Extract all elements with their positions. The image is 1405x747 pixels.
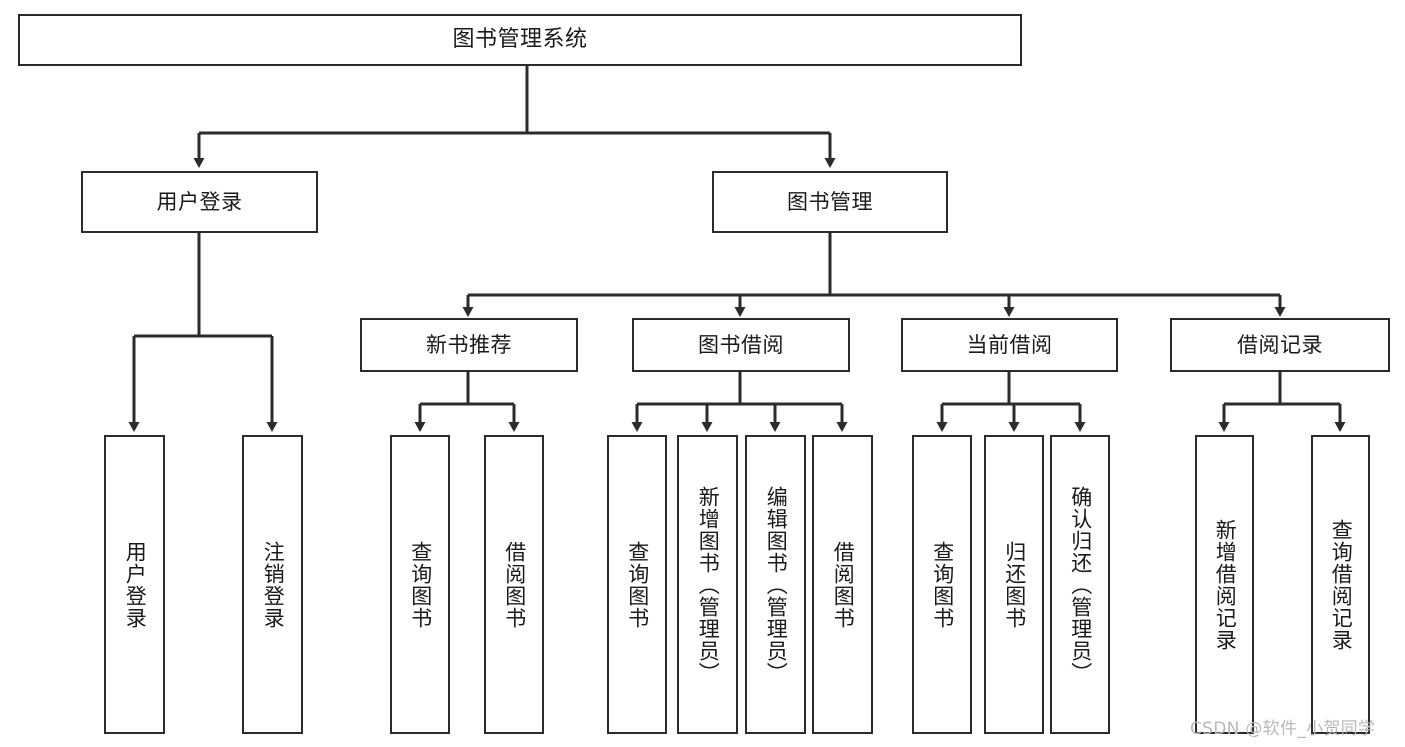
node-leaf-add-book-label: 新增图书（管理员） [696, 485, 721, 684]
node-leaf-edit-book[interactable]: 编辑图书（管理员） [745, 435, 806, 734]
node-leaf-borrow-book-b[interactable]: 借阅图书 [812, 435, 873, 734]
node-leaf-add-record[interactable]: 新增借阅记录 [1195, 435, 1254, 734]
node-leaf-query-book-c-label: 查询图书 [930, 540, 955, 629]
node-leaf-query-book-b-label: 查询图书 [625, 540, 650, 629]
node-book-manage[interactable]: 图书管理 [712, 171, 948, 233]
watermark: CSDN @软件_小贺同学 [1190, 719, 1376, 739]
node-leaf-return-book-label: 归还图书 [1002, 540, 1027, 629]
node-leaf-query-book-rec-label: 查询图书 [408, 540, 433, 629]
node-leaf-confirm-return[interactable]: 确认归还（管理员） [1050, 435, 1110, 734]
node-leaf-query-record-label: 查询借阅记录 [1329, 518, 1354, 651]
node-leaf-add-record-label: 新增借阅记录 [1213, 518, 1238, 651]
node-leaf-query-record[interactable]: 查询借阅记录 [1311, 435, 1370, 734]
node-borrow-record[interactable]: 借阅记录 [1170, 318, 1390, 372]
node-root-label: 图书管理系统 [452, 27, 588, 53]
node-leaf-borrow-book-b-label: 借阅图书 [831, 540, 856, 629]
node-leaf-borrow-book-rec-label: 借阅图书 [502, 540, 527, 629]
node-book-borrow[interactable]: 图书借阅 [632, 318, 850, 372]
node-leaf-user-login-label: 用户登录 [123, 540, 148, 629]
node-book-borrow-label: 图书借阅 [698, 332, 784, 357]
node-user-login-label: 用户登录 [156, 189, 243, 214]
node-leaf-user-logout[interactable]: 注销登录 [242, 435, 303, 734]
node-leaf-edit-book-label: 编辑图书（管理员） [764, 485, 789, 684]
node-leaf-user-logout-label: 注销登录 [261, 540, 286, 629]
node-book-manage-label: 图书管理 [787, 189, 873, 214]
node-current-borrow-label: 当前借阅 [966, 332, 1053, 357]
node-leaf-user-login[interactable]: 用户登录 [104, 435, 165, 734]
node-leaf-confirm-return-label: 确认归还（管理员） [1068, 485, 1093, 684]
node-user-login[interactable]: 用户登录 [81, 171, 318, 233]
node-leaf-return-book[interactable]: 归还图书 [984, 435, 1044, 734]
node-leaf-add-book[interactable]: 新增图书（管理员） [677, 435, 738, 734]
node-new-book-rec-label: 新书推荐 [426, 332, 512, 357]
node-root[interactable]: 图书管理系统 [18, 14, 1022, 66]
node-borrow-record-label: 借阅记录 [1237, 332, 1323, 357]
node-leaf-query-book-c[interactable]: 查询图书 [912, 435, 972, 734]
node-current-borrow[interactable]: 当前借阅 [901, 318, 1118, 372]
node-leaf-query-book-rec[interactable]: 查询图书 [390, 435, 450, 734]
node-leaf-query-book-b[interactable]: 查询图书 [607, 435, 667, 734]
node-new-book-rec[interactable]: 新书推荐 [360, 318, 578, 372]
node-leaf-borrow-book-rec[interactable]: 借阅图书 [484, 435, 544, 734]
